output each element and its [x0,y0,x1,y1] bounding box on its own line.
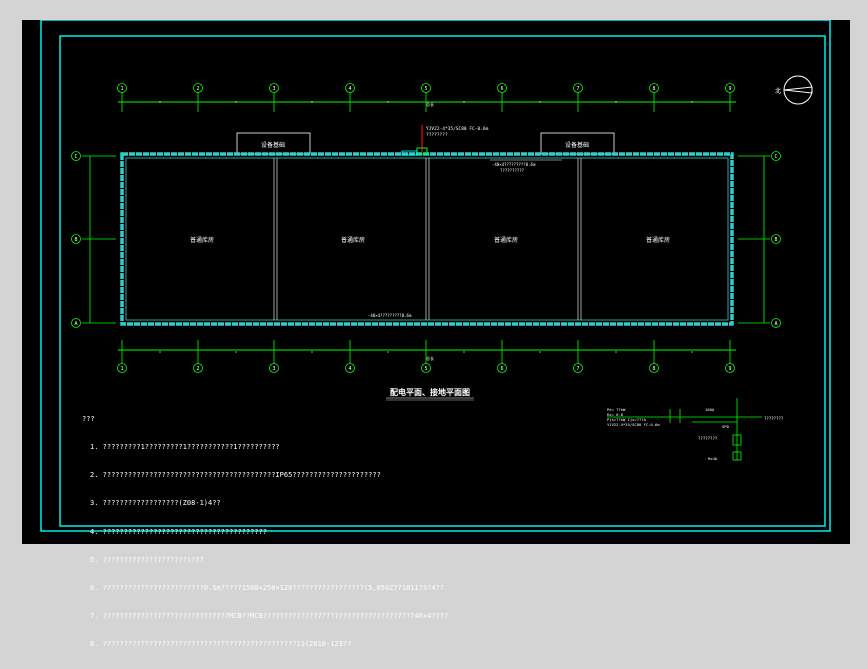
grid-top-label-4: 4 [348,86,351,92]
grid-top-label-7: 7 [576,86,579,92]
grid-axis-top: 1 2 3 4 5 6 7 8 9 [117,83,735,112]
grid-top-bubble-6 [497,83,507,93]
grid-bottom-label-5: 5 [424,366,427,372]
grid-top-bubble-1 [117,83,127,93]
note-item: 6. ????????????????????????0.5m?????1500… [90,584,445,593]
grid-top-bubble-4 [345,83,355,93]
grid-right-bubble-A [771,318,781,328]
grid-top-label-9: 9 [728,86,731,92]
grid-bottom-label-8: 8 [652,366,655,372]
grid-bottom-label-3: 3 [272,366,275,372]
grid-top-bubble-9 [725,83,735,93]
grid-axis-left: C B A [71,151,116,328]
note-item: 7. ??????????????????????????????MCB??MC… [90,612,449,621]
room-label-1: 普通库房 [190,236,214,244]
grid-left-label-B: B [74,237,77,243]
ground-tag-top: -40×4?????????0.6m ?????????? [490,159,562,173]
note-item: 5. ????????????????????)??? [90,555,204,564]
grid-top-label-3: 3 [272,86,275,92]
grid-top-bubble-5 [421,83,431,93]
grid-bottom-bubble-2 [193,363,203,373]
grid-left-label-C: C [74,154,77,160]
svg-text:????????: ???????? [764,416,784,421]
svg-text:设备基础: 设备基础 [261,141,285,149]
note-item: 8. ?????????????????????????????????????… [90,640,352,649]
grid-bottom-label-1: 1 [120,366,123,372]
note-item: 2. ?????????????????????????????????????… [90,471,381,480]
bottom-total-dim: 总长 [426,355,434,361]
grid-top-bubble-3 [269,83,279,93]
svg-text:-40×4?????????0.6m: -40×4?????????0.6m [368,313,412,318]
note-item: 3. ??????????????????(Z08-1)4?? [90,499,221,508]
notes-heading: ??? [82,414,95,423]
room-label-4: 普通库房 [646,236,670,244]
svg-text:Pe= ??kW: Pe= ??kW [607,407,626,412]
ground-tag-bottom: -40×4?????????0.6m [368,313,412,318]
grid-bottom-label-9: 9 [728,366,731,372]
grid-top-label-1: 1 [120,86,123,92]
svg-text:??????????: ?????????? [500,168,525,173]
inner-frame [59,35,826,527]
grid-top-bubble-7 [573,83,583,93]
grid-top-bubble-8 [649,83,659,93]
grid-top-label-2: 2 [196,86,199,92]
svg-text:设备基础: 设备基础 [565,141,589,149]
grid-bottom-bubble-3 [269,363,279,373]
drawing-canvas: 北 总长 总长 1 2 3 4 5 6 7 8 9 1 2 3 4 5 6 7 8 9 C B A C B A 设备基础… [40,20,831,532]
grid-left-bubble-B [71,234,81,244]
grid-bottom-bubble-5 [421,363,431,373]
cable-tag-sub: ???????? [426,132,448,138]
design-notes: ??? 1. ?????????1?????????1???????????1?… [82,396,448,669]
grid-bottom-label-2: 2 [196,366,199,372]
room-label-2: 普通库房 [341,236,365,244]
grid-axis-right: C B A [738,151,781,328]
grid-bottom-bubble-6 [497,363,507,373]
grid-right-bubble-B [771,234,781,244]
grid-right-bubble-C [771,151,781,161]
grid-bottom-bubble-8 [649,363,659,373]
grid-bottom-bubble-7 [573,363,583,373]
grid-bottom-bubble-4 [345,363,355,373]
svg-text:YJV22-4*35/SC80 FC-0.6m: YJV22-4*35/SC80 FC-0.6m [607,422,660,427]
north-label: 北 [775,87,781,95]
outer-frame [40,20,831,532]
distribution-panel-schematic: Pe= ??kW Kx= 0.8 Pjs=??kW Ijs=???A YJV22… [607,398,784,461]
grid-left-bubble-A [71,318,81,328]
note-item: 1. ?????????1?????????1???????????1?????… [90,443,280,452]
grid-bottom-bubble-1 [117,363,127,373]
note-item: 4. ?????????????????????????????????????… [90,527,268,536]
bottom-dimension-line: 总长 [118,349,736,361]
room-label-3: 普通库房 [494,236,518,244]
top-dimension-line: 总长 [118,101,736,107]
equipment-room-left: 设备基础 [236,132,311,155]
svg-text:Pjs=??kW Ijs=???A: Pjs=??kW Ijs=???A [607,417,647,422]
grid-right-label-C: C [774,154,777,160]
svg-text:100A: 100A [705,407,715,412]
svg-text:????????: ???????? [698,436,718,441]
north-arrow: 北 [775,75,813,105]
top-total-dim: 总长 [426,101,434,107]
svg-text:-40×4?????????0.6m: -40×4?????????0.6m [492,162,536,167]
svg-text:R≤4Ω: R≤4Ω [708,456,718,461]
grid-left-label-A: A [74,321,77,327]
svg-text:Kx= 0.8: Kx= 0.8 [607,412,624,417]
grid-top-label-6: 6 [500,86,503,92]
grid-bottom-bubble-9 [725,363,735,373]
grid-bottom-label-4: 4 [348,366,351,372]
grid-bottom-label-6: 6 [500,366,503,372]
cad-viewport[interactable]: 北 总长 总长 1 2 3 4 5 6 7 8 9 1 2 3 4 5 6 7 8 9 C B A C B A 设备基础… [22,20,850,648]
equipment-room-right: 设备基础 [540,132,615,155]
grid-top-bubble-2 [193,83,203,93]
incoming-cable: YJV22-4*35/SC80 FC-0.6m ???????? [401,125,489,156]
cable-tag: YJV22-4*35/SC80 FC-0.6m [426,126,489,132]
grid-bottom-label-7: 7 [576,366,579,372]
svg-text:SPD: SPD [722,424,730,429]
grid-right-label-A: A [774,321,777,327]
grid-right-label-B: B [774,237,777,243]
grid-left-bubble-C [71,151,81,161]
grid-top-label-8: 8 [652,86,655,92]
drawing-title: 配电平面、接地平面图 [390,387,470,397]
grid-axis-bottom: 1 2 3 4 5 6 7 8 9 [117,340,735,373]
grid-top-label-5: 5 [424,86,427,92]
